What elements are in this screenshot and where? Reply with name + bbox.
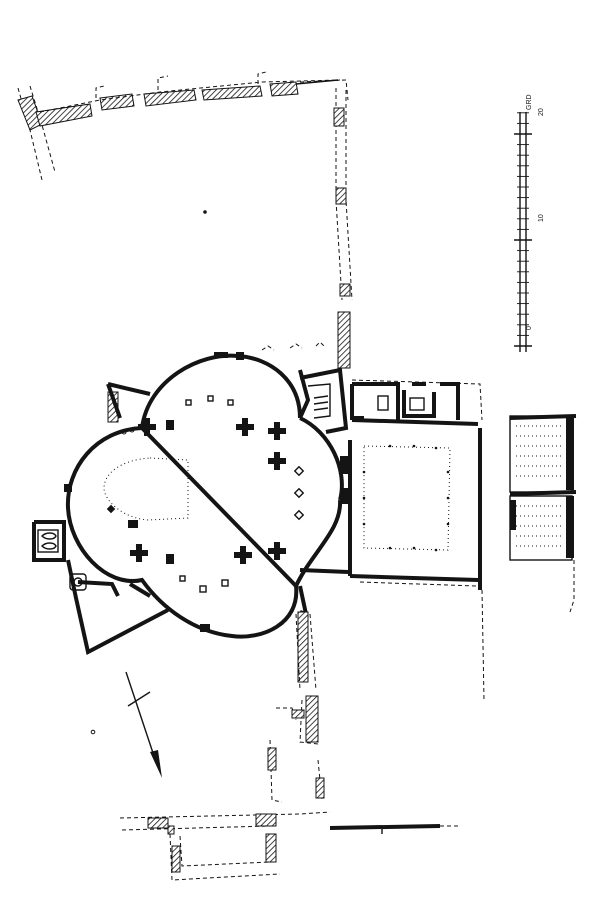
eastern-atrium — [348, 379, 485, 701]
lower-precinct-wall — [90, 611, 460, 881]
staircase-block — [299, 367, 349, 434]
scale-bar-ticks — [514, 112, 532, 347]
scale-tick-label-20: 20 — [538, 108, 545, 116]
north-arrow-icon — [125, 671, 162, 778]
interior-piers — [128, 418, 286, 564]
eastern-annex — [509, 414, 577, 613]
quatrefoil-church — [32, 341, 350, 655]
baptistery-chapel — [32, 520, 87, 591]
interior-marks — [121, 341, 325, 593]
scale-tick-label-10: 10 — [538, 214, 545, 222]
scale-bar: GRD 0 10 20 — [514, 94, 545, 352]
upper-precinct-wall — [17, 71, 353, 369]
colonnade-marks — [362, 444, 450, 552]
scale-tick-label-0: 0 — [526, 326, 533, 330]
scale-unit-label: GRD — [526, 94, 533, 110]
